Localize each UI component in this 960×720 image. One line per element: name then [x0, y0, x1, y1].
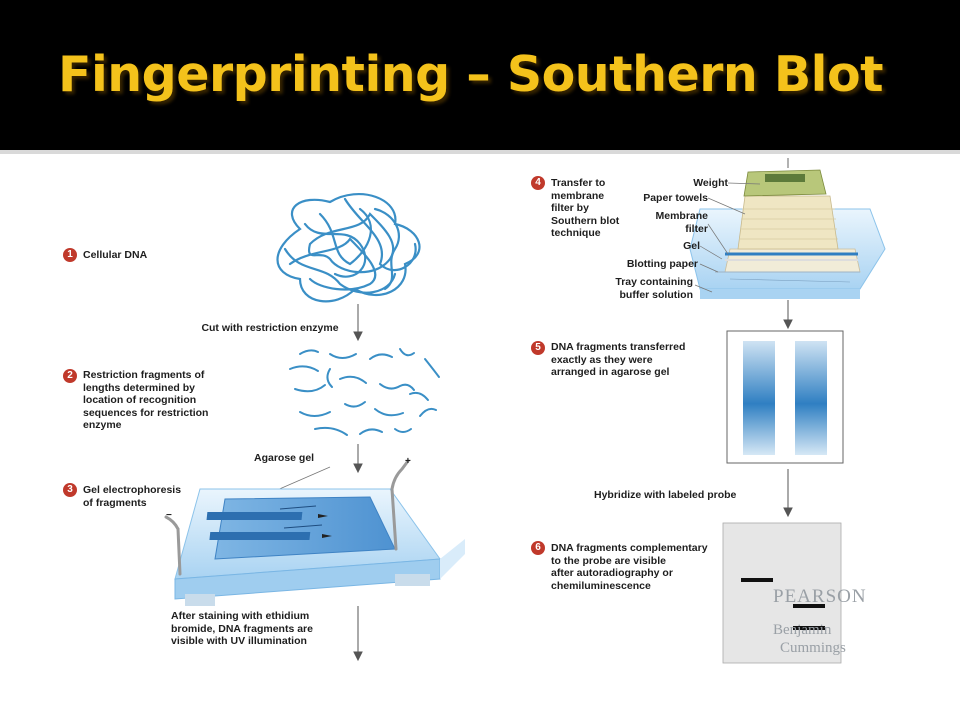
- blot-leader-lines: [694, 182, 761, 293]
- step-3-badge: 3: [63, 483, 77, 497]
- hybridize-label: Hybridize with labeled probe: [594, 489, 737, 501]
- layer-blotting-paper-label: Blotting paper: [626, 258, 698, 270]
- step-6-label: DNA fragments complementary to the probe…: [551, 542, 708, 592]
- slide-title: Fingerprinting – Southern Blot: [58, 46, 884, 103]
- title-bar: Fingerprinting – Southern Blot: [0, 0, 960, 150]
- step-3-label: Gel electrophoresis of fragments: [83, 484, 182, 509]
- membrane-filter: [726, 330, 844, 464]
- publisher-watermark-benjamin: Benjamin: [773, 622, 832, 638]
- step-2-badge: 2: [63, 369, 77, 383]
- publisher-watermark-cummings: Cummings: [780, 640, 846, 656]
- minus-electrode-label: −: [166, 510, 172, 521]
- step-5-label: DNA fragments transferred exactly as the…: [551, 341, 686, 378]
- layer-paper-towels-label: Paper towels: [643, 192, 708, 204]
- title-divider: [0, 150, 960, 154]
- autoradiograph: [722, 522, 842, 664]
- step-1-label: Cellular DNA: [83, 249, 148, 261]
- arrow-cut: [353, 304, 363, 342]
- step-4-label: Transfer to membrane filter by Southern …: [551, 177, 620, 239]
- cellular-dna-tangle: [276, 193, 421, 303]
- arrow-to-probe: [783, 469, 793, 518]
- diagram-panel: 1 Cellular DNA Cut with restriction enzy…: [0, 154, 960, 720]
- layer-membrane-filter-label: Membrane filter: [655, 210, 708, 235]
- electrodes: [164, 459, 410, 576]
- arrow-bottom-left: [353, 606, 363, 662]
- agarose-gel-label: Agarose gel: [254, 452, 315, 464]
- restriction-fragments: [289, 348, 440, 436]
- arrow-to-membrane: [783, 300, 793, 330]
- layer-tray-label: Tray containing buffer solution: [615, 276, 693, 301]
- electrophoresis-tray: [174, 488, 465, 606]
- step-6-badge: 6: [531, 541, 545, 555]
- southern-blot-diagram: [164, 158, 886, 664]
- step-4-badge: 4: [531, 176, 545, 190]
- step-5-badge: 5: [531, 341, 545, 355]
- step-2-label: Restriction fragments of lengths determi…: [83, 369, 209, 431]
- staining-label: After staining with ethidium bromide, DN…: [171, 610, 313, 647]
- publisher-watermark-pearson: PEARSON: [773, 586, 867, 607]
- arrow-to-gel: [353, 444, 363, 474]
- cut-enzyme-label: Cut with restriction enzyme: [201, 322, 339, 334]
- layer-weight-label: Weight: [693, 177, 728, 189]
- step-1-badge: 1: [63, 248, 77, 262]
- layer-gel-label: Gel: [683, 240, 700, 252]
- plus-electrode-label: +: [405, 456, 411, 467]
- blot-apparatus: [689, 158, 886, 299]
